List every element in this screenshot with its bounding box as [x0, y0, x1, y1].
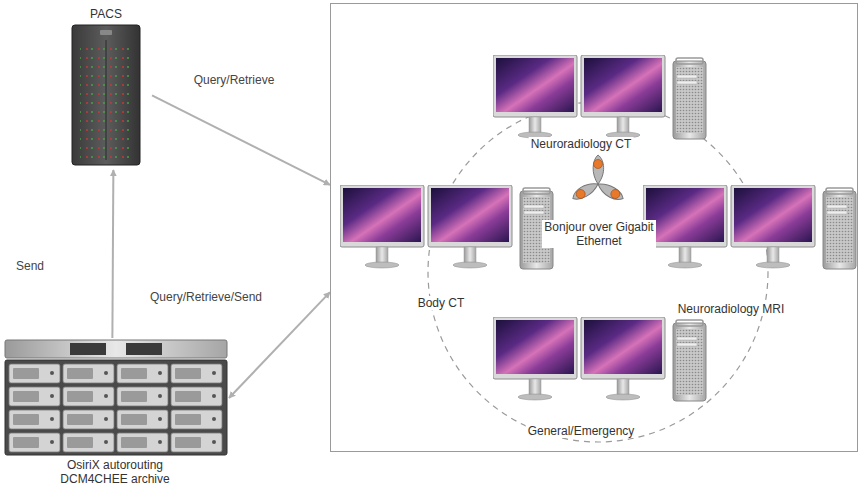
- server-box: PACS: [60, 4, 152, 170]
- edge-label: Send: [14, 259, 46, 273]
- workstation-box: Neuroradiology MRI: [641, 181, 857, 331]
- edge-label: Query/Retrieve: [192, 73, 277, 87]
- node-label: Neuroradiology CT: [529, 137, 634, 151]
- workstation-box: General/Emergency: [491, 313, 713, 441]
- server-box: OsiriX autorouting DCM4CHEE archive: [3, 338, 229, 488]
- network-region: Bonjour over Gigabit EthernetNeuroradiol…: [330, 3, 858, 452]
- arrow-connector: [111, 170, 114, 338]
- arrow-connector: [152, 95, 330, 185]
- node-label: Bonjour over Gigabit Ethernet: [542, 220, 656, 248]
- workstation-box: Neuroradiology CT: [491, 51, 713, 153]
- node-label: General/Emergency: [526, 424, 637, 438]
- workstation-box: Body CT: [339, 181, 559, 313]
- node-label: OsiriX autorouting DCM4CHEE archive: [48, 458, 182, 486]
- node-label: PACS: [88, 7, 124, 21]
- arrow-connector: [229, 292, 330, 398]
- node-label: Neuroradiology MRI: [676, 302, 787, 316]
- node-label: Body CT: [416, 296, 467, 310]
- edge-label: Query/Retrieve/Send: [148, 290, 264, 304]
